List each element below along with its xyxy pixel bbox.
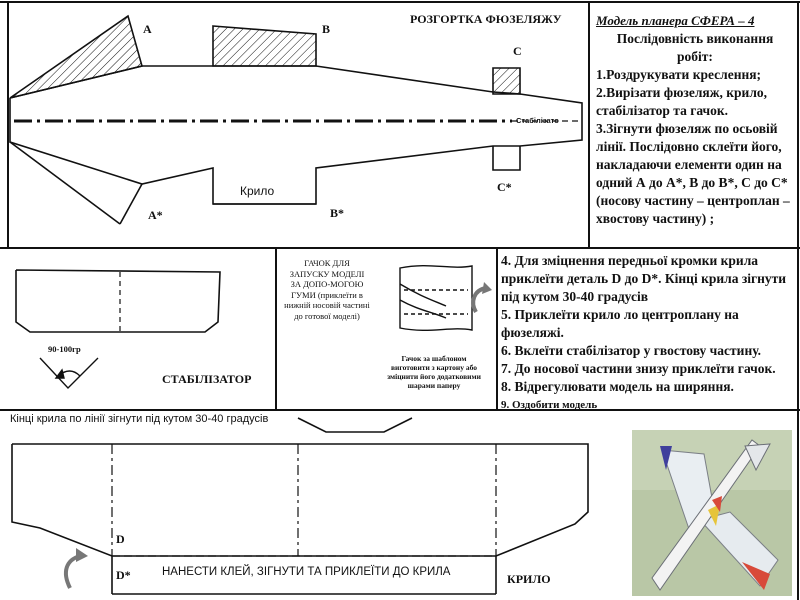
sequence-heading: Послідовність виконання робіт:	[616, 31, 774, 64]
wing-shape	[11, 417, 589, 595]
stabilizer-slot-label: Стабілізато	[516, 116, 559, 125]
label-d: D	[116, 532, 125, 546]
step-6: 6. Вклеїти стабілізатор у гвостову части…	[501, 343, 761, 358]
label-b: B	[322, 22, 331, 36]
hook-template	[399, 265, 492, 331]
stabilizer-angle: 90-100гр	[48, 344, 81, 354]
wing-slot-label: Крило	[240, 184, 275, 198]
hook-note: Гачок за шаблоном виготовити з картону а…	[387, 354, 481, 390]
step-3: 3.Зігнути фюзеляж по осьовій лінії. Посл…	[596, 121, 790, 226]
model-title: Модель планера СФЕРА – 4	[596, 13, 755, 28]
step-8: 8. Відрегулювати модель на ширяння.	[501, 379, 734, 394]
label-d-star: D*	[116, 568, 131, 582]
glue-instruction: НАНЕСТИ КЛЕЙ, ЗІГНУТИ ТА ПРИКЛЕЇТИ ДО КР…	[162, 566, 451, 578]
instructions-top: Модель планера СФЕРА – 4 Послідовність в…	[592, 12, 798, 228]
wing-label: КРИЛО	[507, 572, 551, 586]
instructions-mid: 4. Для зміцнення передньої кромки крила …	[501, 252, 797, 414]
step-2: 2.Вирізати фюзеляж, крило, стабілізатор …	[596, 85, 768, 118]
label-a: A	[143, 22, 152, 36]
wing-note: Кінці крила по лінії зігнути під кутом 3…	[10, 413, 269, 425]
glider-photo	[632, 430, 792, 596]
stabilizer-angle-diagram	[39, 357, 99, 390]
label-c-star: C*	[497, 180, 512, 194]
fuselage-outline	[9, 14, 583, 225]
step-1: 1.Роздрукувати креслення;	[596, 67, 762, 82]
label-a-star: A*	[148, 208, 163, 222]
label-b-star: B*	[330, 206, 345, 220]
fuselage-title: РОЗГОРТКА ФЮЗЕЛЯЖУ	[410, 12, 562, 26]
stabilizer-shape	[15, 269, 221, 333]
step-7: 7. До носової частини знизу приклеїти га…	[501, 361, 776, 376]
step-4: 4. Для зміцнення передньої кромки крила …	[501, 253, 787, 304]
step-5: 5. Приклеїти крило ло центроплану на фюз…	[501, 307, 739, 340]
step-9: 9. Оздобити модель	[501, 399, 598, 411]
label-c: C	[513, 44, 522, 58]
stabilizer-label: СТАБІЛІЗАТОР	[162, 372, 252, 386]
hook-description: ГАЧОК ДЛЯ ЗАПУСКУ МОДЕЛІ ЗА ДОПО-МОГОЮ Г…	[284, 258, 370, 321]
